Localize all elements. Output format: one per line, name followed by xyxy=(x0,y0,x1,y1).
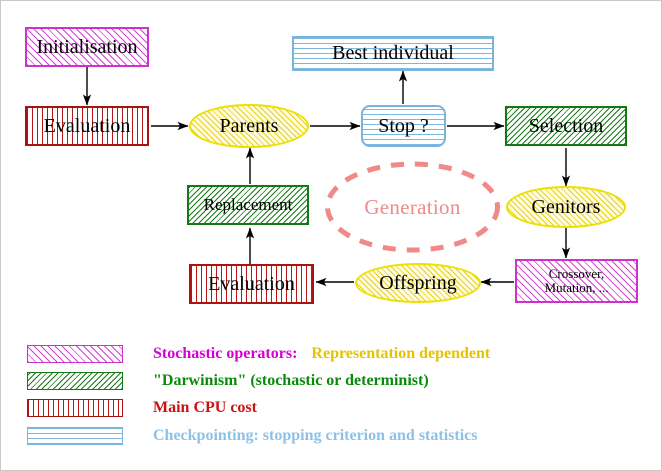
node-stop-label: Stop ? xyxy=(378,114,429,137)
node-stop[interactable]: Stop ? xyxy=(361,105,446,147)
node-offspring[interactable]: Offspring xyxy=(355,263,481,303)
legend-row-checkpointing: Checkpointing: stopping criterion and st… xyxy=(27,425,477,447)
node-replacement[interactable]: Replacement xyxy=(187,185,309,225)
legend-row-stochastic-operators: Stochastic operators: Representation depe… xyxy=(27,343,490,365)
node-crossover-mutation-label-line1: Crossover, xyxy=(548,266,605,282)
legend-label-representation-dependent: Representation dependent xyxy=(311,345,491,362)
node-initialisation-label: Initialisation xyxy=(36,35,138,58)
node-parents-label: Parents xyxy=(219,114,279,137)
node-genitors-label: Genitors xyxy=(531,195,601,218)
node-parents[interactable]: Parents xyxy=(189,104,309,148)
node-selection[interactable]: Selection xyxy=(505,106,627,146)
node-evaluation-bottom-label: Evaluation xyxy=(208,272,295,295)
generation-ellipse-outline xyxy=(325,161,500,253)
legend-swatch-magenta-diagonal xyxy=(27,345,123,363)
node-genitors[interactable]: Genitors xyxy=(506,186,626,228)
legend-swatch-blue-horizontal xyxy=(27,427,123,445)
legend-label-darwinism: "Darwinism" (stochastic or determinist) xyxy=(153,372,429,389)
node-evaluation-top[interactable]: Evaluation xyxy=(25,106,149,146)
node-evaluation-bottom[interactable]: Evaluation xyxy=(189,264,314,304)
legend-swatch-green-diagonal xyxy=(27,372,123,390)
node-selection-label: Selection xyxy=(528,114,604,137)
legend-row-main-cpu-cost: Main CPU cost xyxy=(27,397,257,419)
legend-swatch-red-vertical xyxy=(27,399,123,417)
node-evaluation-top-label: Evaluation xyxy=(43,114,131,137)
node-best-individual[interactable]: Best individual xyxy=(292,36,494,71)
node-offspring-label: Offspring xyxy=(379,271,457,294)
legend-label-main-cpu-cost: Main CPU cost xyxy=(153,399,257,416)
node-crossover-mutation[interactable]: Crossover, Mutation, ... xyxy=(515,259,638,303)
legend-label-checkpointing: Checkpointing: stopping criterion and st… xyxy=(153,427,478,444)
node-replacement-label: Replacement xyxy=(203,195,293,215)
node-initialisation[interactable]: Initialisation xyxy=(25,27,149,67)
node-best-individual-label: Best individual xyxy=(332,42,454,64)
legend-label-stochastic-operators-text: Stochastic operators: xyxy=(153,345,298,362)
legend-row-darwinism: "Darwinism" (stochastic or determinist) xyxy=(27,370,429,392)
node-generation: Generation xyxy=(326,163,499,251)
node-generation-label: Generation xyxy=(364,194,461,219)
node-crossover-mutation-label-line2: Mutation, ... xyxy=(544,280,609,295)
legend-label-stochastic-operators: Stochastic operators: Representation depe… xyxy=(153,345,490,363)
